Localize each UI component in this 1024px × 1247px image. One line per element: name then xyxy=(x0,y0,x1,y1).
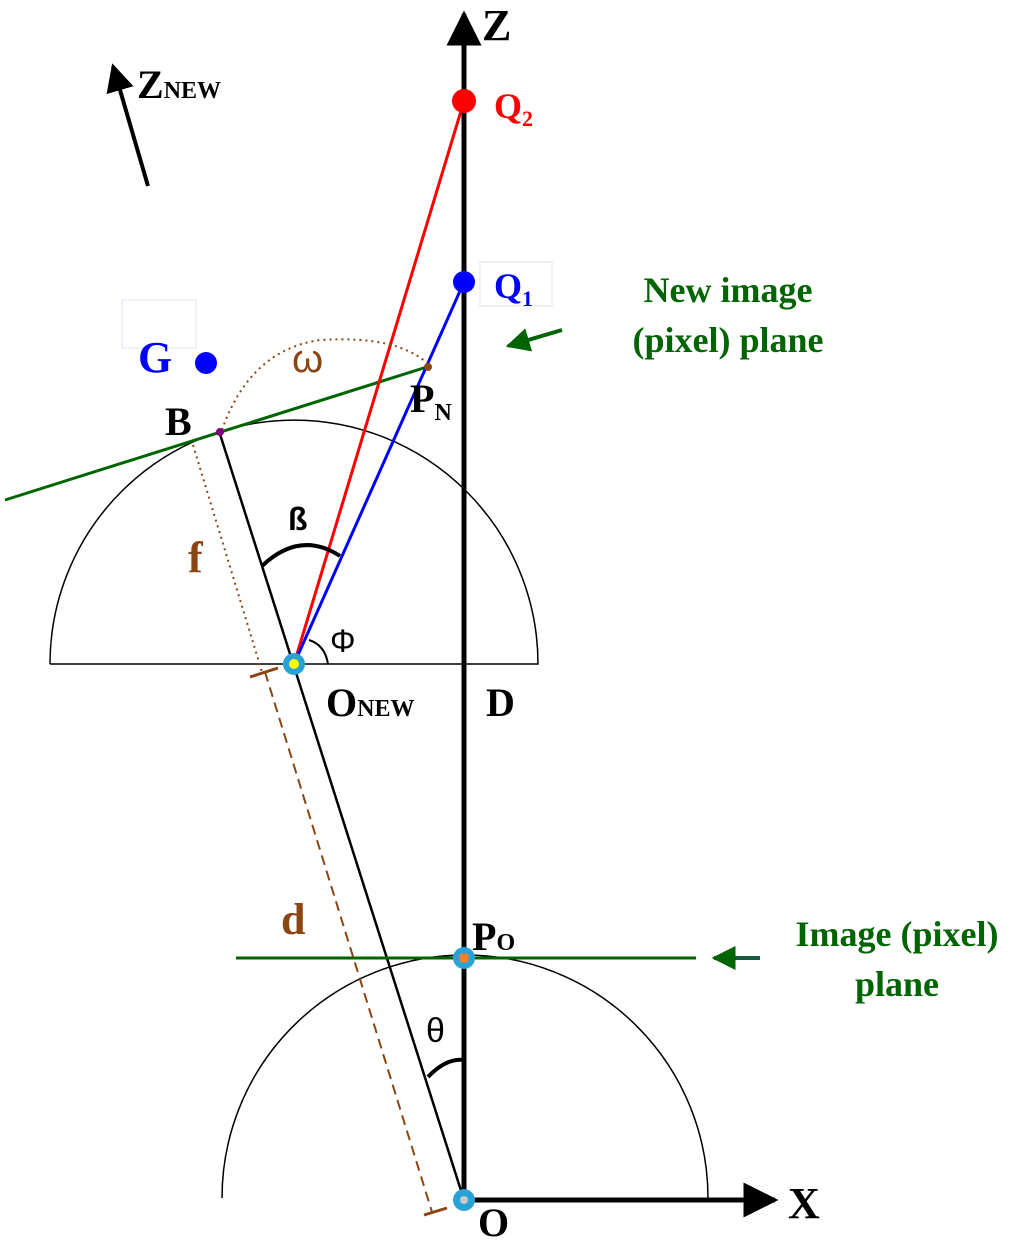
beta-label: ß xyxy=(288,501,308,537)
new-optical-axis xyxy=(217,430,466,1201)
origin-point-core xyxy=(460,1196,468,1204)
z-new-label: ZNEW xyxy=(137,62,221,107)
new-plane-annotation-line2: (pixel) plane xyxy=(632,320,823,360)
q1-main: Q xyxy=(494,266,522,306)
distance-d-dashed-line xyxy=(264,671,433,1213)
pn-point xyxy=(424,363,432,371)
pn-label: PN xyxy=(410,376,452,426)
new-plane-pointer-arrow xyxy=(505,328,563,352)
phi-angle-arc xyxy=(308,639,329,665)
distance-d-tick-top xyxy=(249,666,279,679)
red-ray-to-q2 xyxy=(292,100,466,665)
z-new-sub: NEW xyxy=(164,78,221,104)
new-plane-annotation-line1: New image xyxy=(644,270,813,310)
focal-length-dotted-line xyxy=(192,444,263,673)
upper-half-circle xyxy=(49,419,539,665)
phi-label: Φ xyxy=(330,623,356,659)
q2-main: Q xyxy=(494,86,522,126)
po-label: PO xyxy=(472,914,515,959)
d-point-label: D xyxy=(486,680,515,725)
q2-sub: 2 xyxy=(522,106,533,131)
po-main: P xyxy=(472,914,496,959)
z-new-main: Z xyxy=(137,62,164,107)
g-label-box xyxy=(121,299,197,349)
po-sub: O xyxy=(496,930,515,956)
distance-d-tick-bottom xyxy=(423,1206,448,1217)
g-label: G xyxy=(138,333,172,382)
o-new-sub: NEW xyxy=(357,696,414,722)
o-new-label: ONEW xyxy=(326,680,414,725)
image-plane-annotation-line2: plane xyxy=(855,964,939,1004)
o-new-point-core xyxy=(289,659,299,669)
image-plane-annotation-line1: Image (pixel) xyxy=(796,914,999,954)
q2-point xyxy=(452,89,476,113)
z-new-arrow xyxy=(106,63,150,187)
blue-ray-to-q1 xyxy=(292,281,466,665)
f-label: f xyxy=(188,533,204,582)
o-new-main: O xyxy=(326,680,357,725)
pn-main: P xyxy=(410,376,434,421)
z-axis-label: Z xyxy=(482,1,511,50)
b-point xyxy=(216,428,224,436)
q1-sub: 1 xyxy=(522,286,533,311)
x-axis-label: X xyxy=(788,1179,820,1228)
b-label: B xyxy=(165,399,192,444)
q1-label: Q1 xyxy=(494,266,533,311)
q1-label-box xyxy=(479,261,553,307)
g-point xyxy=(195,352,217,374)
theta-label: θ xyxy=(426,1012,445,1050)
theta-angle-arc xyxy=(426,1057,465,1079)
pn-sub: N xyxy=(434,400,452,426)
q2-label: Q2 xyxy=(494,86,533,131)
beta-angle-arc xyxy=(260,543,342,568)
po-point-core xyxy=(459,953,469,963)
omega-label: ω xyxy=(292,337,323,381)
q1-point xyxy=(453,271,475,293)
d-distance-label: d xyxy=(281,895,305,944)
omega-dotted-arc xyxy=(221,338,431,431)
origin-label: O xyxy=(478,1200,509,1245)
